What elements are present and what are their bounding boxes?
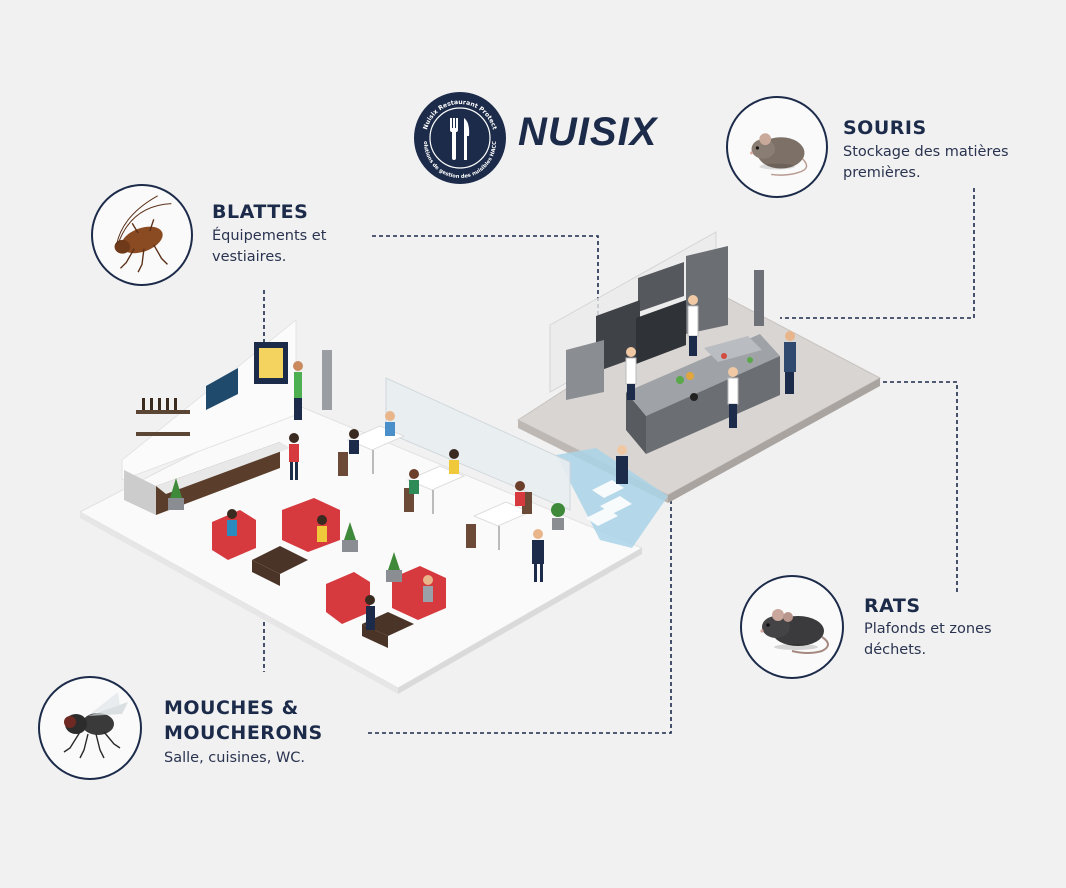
fly-icon	[63, 692, 128, 759]
souris-desc-line2: premières.	[843, 165, 921, 181]
mouse-circle	[726, 96, 828, 198]
mouches-desc: Salle, cuisines, WC.	[164, 750, 306, 766]
cleaning-zone	[556, 448, 668, 548]
brand-badge: Nuisix Restaurant Protect Solutions de g…	[410, 86, 508, 186]
blattes-connector	[372, 235, 599, 318]
rats-desc-line2: déchets.	[864, 642, 927, 658]
blattes-desc-line1: Équipements et	[212, 228, 327, 244]
brand-name: NUISIX	[518, 110, 658, 154]
fly-circle	[38, 676, 142, 780]
rat-icon	[760, 609, 829, 654]
cockroach-circle	[91, 184, 193, 286]
mouches-title-line1: MOUCHES &	[164, 697, 299, 719]
souris-connector	[780, 188, 975, 319]
blattes-title: BLATTES	[212, 201, 309, 223]
rats-connector	[848, 381, 958, 592]
mouches-connector	[368, 488, 672, 734]
kitchen-equipment	[566, 246, 780, 454]
rat-circle	[740, 575, 844, 679]
mouches-title-line2: MOUCHERONS	[164, 722, 323, 744]
souris-desc-line1: Stockage des matières	[843, 144, 1009, 160]
restaurant-illustration	[78, 231, 882, 694]
rats-desc-line1: Plafonds et zones	[864, 621, 992, 637]
fork-knife-icon	[450, 118, 470, 160]
souris-title: SOURIS	[843, 117, 927, 139]
chefs	[616, 295, 796, 484]
rats-title: RATS	[864, 595, 921, 617]
cockroach-icon	[114, 195, 172, 273]
blattes-desc-line2: vestiaires.	[212, 249, 287, 265]
mouse-icon	[750, 133, 808, 176]
